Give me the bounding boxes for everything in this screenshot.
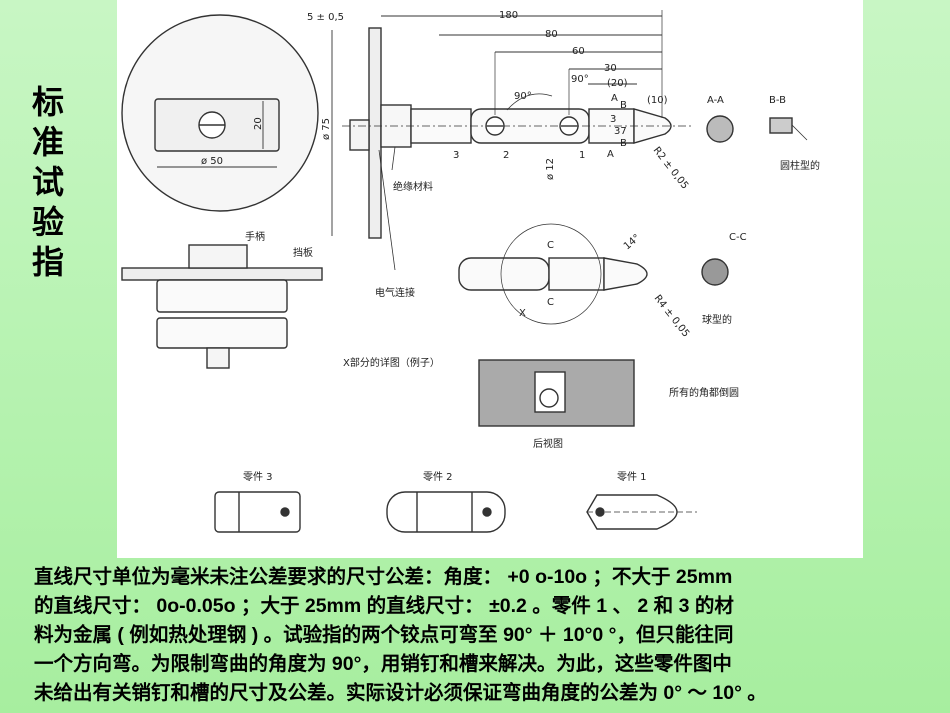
caption-text: 直线尺寸单位为毫米未注公差要求的尺寸公差：角度： +0 o-10o ；不大于 2…: [34, 563, 934, 708]
section-cc: [701, 258, 729, 286]
part-num-3: 3: [453, 150, 459, 161]
part-num-1: 1: [579, 150, 585, 161]
part1-drawing: [586, 494, 678, 530]
dim-30: 30: [604, 63, 617, 74]
label-guard: 挡板: [293, 246, 313, 259]
dim-20: 20: [253, 117, 264, 130]
dim-180: 180: [499, 10, 518, 21]
handle-side: [121, 267, 323, 281]
title-char: 指: [31, 243, 64, 281]
dim-d50: ø 50: [201, 156, 223, 167]
guard-plate-side: [368, 27, 382, 239]
section-label-a-top: A: [611, 93, 618, 104]
section-aa: [706, 115, 734, 143]
dim-d75: ø 75: [321, 118, 332, 140]
part3-drawing: [214, 491, 301, 533]
dim-60: 60: [572, 46, 585, 57]
label-handle: 手柄: [245, 230, 265, 243]
x-mark: X: [519, 308, 526, 319]
section-label-c-top: C: [547, 240, 554, 251]
label-all-chamfer: 所有的角都倒圆: [669, 386, 739, 399]
dim-37: 37: [614, 126, 627, 137]
dim-3: 3: [610, 114, 616, 125]
label-part2: 零件 2: [423, 471, 453, 483]
label-cc: C-C: [729, 232, 747, 243]
title-char: 验: [31, 203, 64, 241]
label-electric: 电气连接: [375, 286, 415, 299]
label-x-detail: X部分的详图（例子）: [343, 356, 440, 369]
caption-line: 的直线尺寸： 0o-0.05o ；大于 25mm 的直线尺寸： ±0.2 。零件…: [34, 595, 734, 617]
technical-drawing: 5 ± 0,5 180 80 60 30 (20) (10) 90° 90° ø…: [117, 0, 863, 558]
label-back-view: 后视图: [533, 437, 563, 450]
angle-90a: 90°: [571, 74, 589, 85]
section-label-b-bot: B: [620, 138, 627, 149]
angle-14: 14°: [622, 232, 643, 252]
angle-90b: 90°: [514, 91, 532, 102]
section-label-a-bot: A: [607, 149, 614, 160]
dim-10p: (10): [647, 95, 668, 106]
label-aa: A-A: [707, 95, 724, 106]
section-bb: [769, 117, 793, 134]
title-char: 标: [31, 83, 64, 121]
drawing-svg: 5 ± 0,5 180 80 60 30 (20) (10) 90° 90° ø…: [121, 10, 820, 533]
section-label-b-top: B: [620, 100, 627, 111]
bent-finger: [458, 257, 550, 291]
label-cylindrical: 圆柱型的: [780, 159, 820, 172]
dim-d12: ø 12: [545, 158, 556, 180]
caption-line: 直线尺寸单位为毫米未注公差要求的尺寸公差：角度： +0 o-10o ；不大于 2…: [34, 566, 733, 588]
label-part1: 零件 1: [617, 471, 647, 483]
label-spherical: 球型的: [702, 313, 732, 326]
dim-r2: R2 ± 0,05: [651, 145, 691, 191]
caption-line: 料为金属 ( 例如热处理钢 ) 。试验指的两个铰点可弯至 90° ＋ 10°0 …: [34, 624, 734, 646]
title-char: 准: [31, 123, 64, 161]
label-bb: B-B: [769, 95, 786, 106]
section-label-c-bot: C: [547, 297, 554, 308]
caption-line: 一个方向弯。为限制弯曲的角度为 90°，用销钉和槽来解决。为此，这些零件图中: [34, 653, 732, 675]
part-num-2: 2: [503, 150, 509, 161]
title-char: 试: [31, 163, 64, 201]
dim-80: 80: [545, 29, 558, 40]
caption-line: 未给出有关销钉和槽的尺寸及公差。实际设计必须保证弯曲角度的公差为 0° ～ 10…: [34, 682, 767, 704]
label-part3: 零件 3: [243, 471, 273, 483]
dim-r4: R4 ± 0,05: [652, 293, 692, 339]
dim-5: 5 ± 0,5: [307, 12, 344, 23]
vertical-title: 标 准 试 验 指: [26, 82, 70, 282]
dim-20p: (20): [607, 78, 628, 89]
label-insulation: 绝缘材料: [393, 180, 433, 193]
